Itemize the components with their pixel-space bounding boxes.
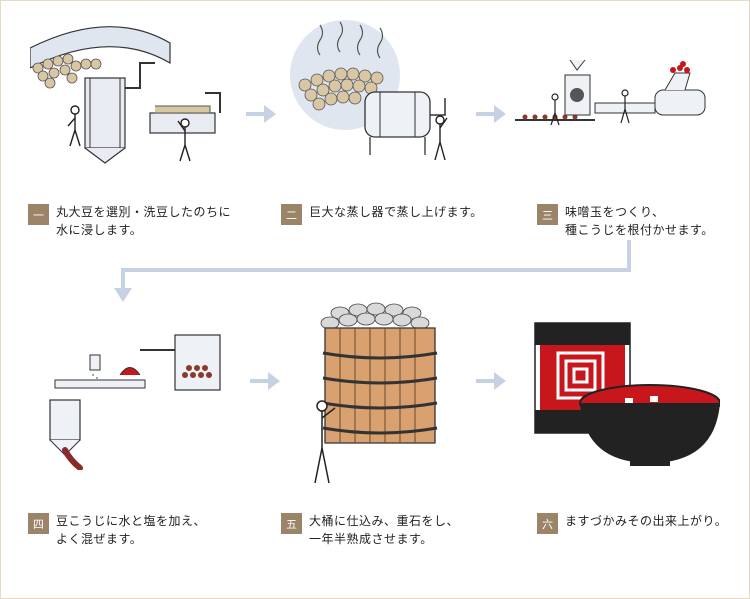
- caption-line: 大桶に仕込み、重石をし、: [309, 514, 460, 528]
- caption-line: 水に浸します。: [56, 223, 143, 237]
- step-text: 大桶に仕込み、重石をし、 一年半熟成させます。: [309, 512, 459, 548]
- step-3-caption: 三 味噌玉をつくり、 種こうじを根付かせます。: [537, 203, 714, 239]
- step-number-badge: 四: [28, 513, 49, 534]
- illustration-step-4: [49, 334, 221, 470]
- arrow-4-to-5: [250, 372, 280, 390]
- illustration-step-5: [314, 302, 438, 484]
- caption-line: 豆こうじに水と塩を加え、: [56, 514, 207, 528]
- step-text: 豆こうじに水と塩を加え、 よく混ぜます。: [56, 512, 206, 548]
- step-number-badge: 一: [28, 204, 49, 225]
- illustration-step-3: [515, 59, 706, 126]
- step-6-caption: 六 ますづかみその出来上がり。: [537, 512, 727, 534]
- step-number-badge: 五: [281, 513, 302, 534]
- caption-line: 巨大な蒸し器で蒸し上げます。: [309, 205, 483, 219]
- illustration-step-2: [290, 20, 448, 161]
- step-2-caption: 二 巨大な蒸し器で蒸し上げます。: [281, 203, 483, 225]
- arrow-3-to-4: [114, 240, 631, 302]
- illustration-step-6: [534, 322, 720, 466]
- arrow-1-to-2: [246, 105, 276, 123]
- step-number-badge: 六: [537, 513, 558, 534]
- step-number-badge: 三: [537, 204, 558, 225]
- step-1-caption: 一 丸大豆を選別・洗豆したのちに 水に浸します。: [28, 203, 231, 239]
- step-5-caption: 五 大桶に仕込み、重石をし、 一年半熟成させます。: [281, 512, 459, 548]
- caption-line: よく混ぜます。: [56, 532, 143, 546]
- arrow-5-to-6: [476, 372, 506, 390]
- step-number-badge: 二: [281, 204, 302, 225]
- caption-line: ますづかみその出来上がり。: [565, 514, 728, 528]
- step-text: 巨大な蒸し器で蒸し上げます。: [309, 203, 483, 221]
- step-text: 味噌玉をつくり、 種こうじを根付かせます。: [565, 203, 714, 239]
- step-4-caption: 四 豆こうじに水と塩を加え、 よく混ぜます。: [28, 512, 206, 548]
- illustration-step-1: [30, 26, 221, 164]
- caption-line: 丸大豆を選別・洗豆したのちに: [56, 205, 232, 219]
- step-text: ますづかみその出来上がり。: [565, 512, 727, 530]
- caption-line: 一年半熟成させます。: [309, 532, 433, 546]
- arrow-2-to-3: [476, 105, 506, 123]
- caption-line: 種こうじを根付かせます。: [565, 223, 714, 237]
- caption-line: 味噌玉をつくり、: [565, 205, 665, 219]
- step-text: 丸大豆を選別・洗豆したのちに 水に浸します。: [56, 203, 231, 239]
